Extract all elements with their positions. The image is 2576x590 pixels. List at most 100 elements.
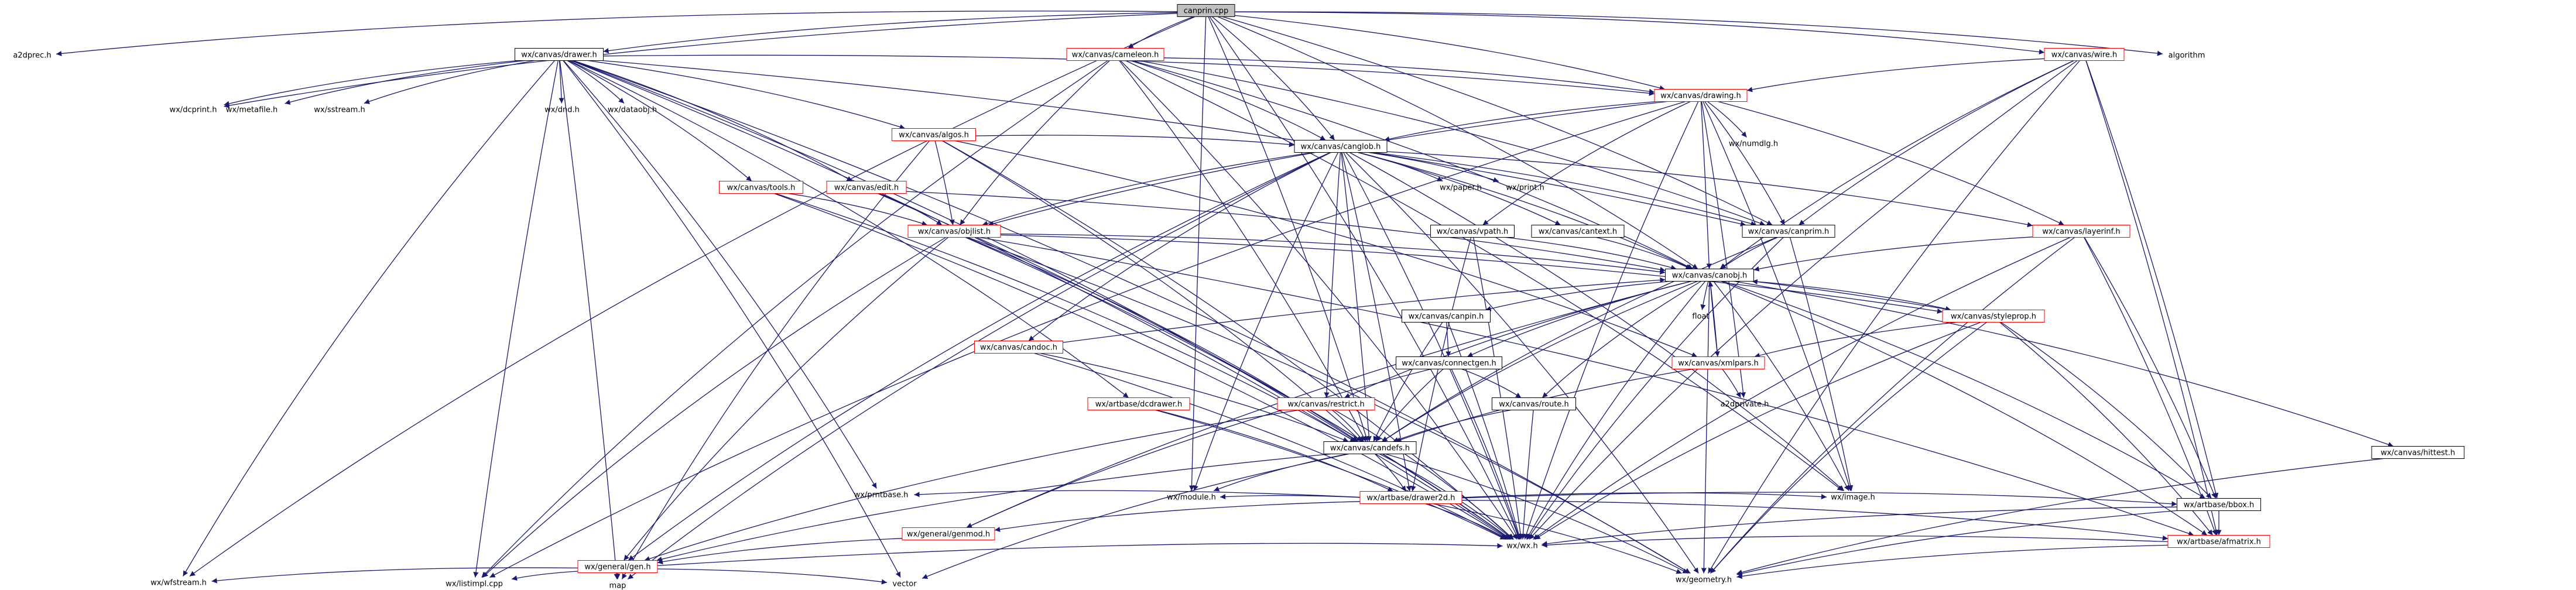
edge-wx-canvas-canglob-h-to-wx-canvas-layerinf-h (1386, 151, 2033, 228)
node-label: wx/canvas/hittest.h (2380, 449, 2455, 458)
edge-wx-canvas-drawing-h-to-wx-image-h (1703, 101, 1852, 491)
edge-wx-canvas-drawer-h-to-wx-sstream-h (364, 60, 535, 104)
node-label: wx/artbase/afmatrix.h (2177, 538, 2261, 547)
node-label: wx/artbase/drawer2d.h (1367, 494, 1455, 503)
node-wx-canvas-xmlpars-h[interactable]: wx/canvas/xmlpars.h (1671, 356, 1765, 369)
edge-wx-canvas-wire-h-to-wx-artbase-afmatrix-h (2085, 60, 2219, 536)
edge-wx-canvas-canglob-h-to-wx-geometry-h (1345, 152, 1699, 574)
node-box (902, 527, 995, 540)
node-wx-canvas-connectgen-h[interactable]: wx/canvas/connectgen.h (1396, 356, 1502, 369)
edge-canprin-cpp-to-wx-canvas-canobj-h (1217, 16, 1698, 270)
node-box (515, 48, 604, 61)
node-wx-artbase-bbox-h[interactable]: wx/artbase/bbox.h (2177, 498, 2261, 511)
edge-wx-canvas-wire-h-to-wx-wx-h (1529, 60, 2078, 540)
edge-canprin-cpp-to-wx-dcprint-h (224, 13, 1178, 108)
node-label: wx/wx.h (1506, 542, 1537, 551)
edge-wx-canvas-drawing-h-to-wx-wx-h (1523, 101, 1699, 540)
node-wx-artbase-afmatrix-h[interactable]: wx/artbase/afmatrix.h (2167, 535, 2270, 548)
node-box (892, 128, 976, 141)
node-wx-artbase-dcdrawer-h[interactable]: wx/artbase/dcdrawer.h (1087, 397, 1190, 410)
edge-wx-artbase-dcdrawer-h-to-wx-artbase-drawer2d-h (1156, 409, 1393, 492)
node-wx-canvas-canpin-h[interactable]: wx/canvas/canpin.h (1402, 310, 1491, 323)
node-wx-general-gen-h[interactable]: wx/general/gen.h (577, 560, 658, 573)
node-wx-canvas-hittest-h[interactable]: wx/canvas/hittest.h (2371, 446, 2465, 459)
edge-canprin-cpp-to-wx-canvas-canglob-h (1211, 16, 1335, 140)
node-box (1942, 310, 2045, 323)
node-wx-canvas-canprim-h[interactable]: wx/canvas/canprim.h (1742, 225, 1835, 238)
edge-wx-canvas-canglob-h-to-wx-wx-h (1343, 152, 1520, 540)
node-wx-canvas-edit-h[interactable]: wx/canvas/edit.h (826, 181, 907, 194)
node-label: wx/canvas/candoc.h (980, 344, 1057, 352)
edge-canprin-cpp-to-wx-wfstream-h (189, 16, 1195, 577)
node-wx-canvas-wire-h[interactable]: wx/canvas/wire.h (2044, 48, 2125, 61)
edge-wx-canvas-algos-h-to-wx-canvas-objlist-h (934, 140, 955, 225)
node-box (2177, 498, 2261, 511)
edge-wx-artbase-dcdrawer-h-to-wx-wx-h (1155, 409, 1506, 540)
node-wx-canvas-tools-h[interactable]: wx/canvas/tools.h (719, 181, 803, 194)
edge-wx-canvas-canobj-h-to-wx-canvas-route-h (1542, 280, 1702, 398)
edge-wx-canvas-drawer-h-to-wx-prntbase-h (563, 60, 877, 489)
edge-wx-canvas-canobj-h-to-wx-canvas-candefs-h (1382, 280, 1698, 442)
edge-canprin-cpp-to-wx-canvas-cameleon-h (1128, 16, 1194, 49)
edge-wx-canvas-candoc-h-to-wx-wx-h (1034, 352, 1507, 540)
edge-wx-artbase-afmatrix-h-to-wx-geometry-h (1736, 544, 2169, 579)
node-wx-canvas-canglob-h[interactable]: wx/canvas/canglob.h (1294, 140, 1388, 153)
node-wx-canvas-drawer-h[interactable]: wx/canvas/drawer.h (515, 48, 604, 61)
node-wx-canvas-styleprop-h[interactable]: wx/canvas/styleprop.h (1942, 310, 2045, 323)
node-wx-canvas-cameleon-h[interactable]: wx/canvas/cameleon.h (1066, 48, 1164, 61)
node-wx-canvas-objlist-h[interactable]: wx/canvas/objlist.h (907, 225, 1001, 238)
node-wx-canvas-drawing-h[interactable]: wx/canvas/drawing.h (1654, 89, 1748, 102)
node-box (1177, 4, 1235, 17)
node-label: float (1692, 313, 1709, 321)
dependency-edges (56, 11, 2394, 585)
edge-wx-canvas-objlist-h-to-wx-general-gen-h (623, 236, 948, 561)
node-wx-canvas-candoc-h[interactable]: wx/canvas/candoc.h (974, 341, 1063, 354)
edge-wx-artbase-drawer2d-h-to-wx-general-genmod-h (994, 501, 1361, 532)
node-wx-numdlg-h: wx/numdlg.h (1729, 140, 1778, 149)
node-wx-canvas-candefs-h[interactable]: wx/canvas/candefs.h (1323, 441, 1417, 454)
node-wx-metafile-h: wx/metafile.h (226, 106, 278, 115)
node-label: wx/numdlg.h (1729, 140, 1778, 149)
node-wx-general-genmod-h[interactable]: wx/general/genmod.h (902, 527, 995, 540)
edge-canprin-cpp-to-wx-canvas-drawer-h (603, 12, 1178, 54)
edge-wx-canvas-drawer-h-to-wx-canvas-candefs-h (571, 60, 1358, 442)
edge-wx-canvas-canglob-h-to-wx-general-gen-h (628, 152, 1331, 561)
node-wx-canvas-canobj-h[interactable]: wx/canvas/canobj.h (1665, 269, 1754, 282)
edge-wx-canvas-wire-h-to-wx-canvas-drawing-h (1746, 58, 2045, 92)
edge-wx-canvas-styleprop-h-to-wx-wx-h (1534, 321, 1981, 540)
node-wx-module-h: wx/module.h (1167, 493, 1216, 502)
node-wx-canvas-cantext-h[interactable]: wx/canvas/cantext.h (1531, 225, 1625, 238)
edge-wx-canvas-drawing-h-to-wx-numdlg-h (1707, 101, 1747, 138)
edge-wx-canvas-objlist-h-to-wx-listimpl-cpp (482, 236, 947, 578)
node-label: wx/dcprint.h (169, 106, 217, 115)
node-wx-canvas-algos-h[interactable]: wx/canvas/algos.h (892, 128, 976, 141)
node-wx-canvas-restrict-h[interactable]: wx/canvas/restrict.h (1277, 397, 1375, 410)
node-wx-canvas-layerinf-h[interactable]: wx/canvas/layerinf.h (2032, 225, 2130, 238)
edge-wx-canvas-styleprop-h-to-wx-geometry-h (1710, 321, 1987, 574)
edge-wx-canvas-drawer-h-to-wx-canvas-algos-h (588, 60, 906, 130)
edge-wx-canvas-drawing-h-to-wx-canvas-vpath-h (1482, 101, 1691, 226)
edge-wx-canvas-drawer-h-to-wx-dataobj-h (567, 60, 625, 104)
node-wx-canvas-vpath-h[interactable]: wx/canvas/vpath.h (1430, 225, 1515, 238)
edge-wx-canvas-drawer-h-to-wx-canvas-tools-h (568, 60, 752, 181)
node-wx-paper-h: wx/paper.h (1440, 184, 1482, 193)
node-wx-canvas-route-h[interactable]: wx/canvas/route.h (1492, 397, 1576, 410)
node-box (1396, 356, 1502, 369)
edge-wx-canvas-route-h-to-wx-wx-h (1520, 410, 1534, 540)
edge-wx-canvas-xmlpars-h-to-a2dprivate-h (1722, 369, 1741, 398)
edge-wx-artbase-drawer2d-h-to-wx-geometry-h (1433, 503, 1682, 574)
node-wx-dcprint-h: wx/dcprint.h (169, 106, 217, 115)
edge-wx-artbase-drawer2d-h-to-wx-prntbase-h (914, 490, 1361, 498)
node-canprin-cpp: canprin.cpp (1177, 4, 1235, 17)
node-label: vector (892, 580, 917, 589)
edge-wx-canvas-cameleon-h-to-wx-canvas-canglob-h (1130, 60, 1326, 141)
edge-wx-canvas-drawer-h-to-wx-metafile-h (285, 60, 525, 105)
node-label: wx/general/gen.h (584, 563, 650, 572)
node-wx-artbase-drawer2d-h[interactable]: wx/artbase/drawer2d.h (1359, 491, 1462, 504)
edge-wx-canvas-canglob-h-to-wx-canvas-canprim-h (1373, 152, 1756, 227)
node-box (719, 181, 803, 194)
edge-wx-canvas-cameleon-h-to-wx-canvas-canobj-h (1132, 60, 1693, 270)
edge-wx-canvas-tools-h-to-wx-canvas-candefs-h (775, 193, 1356, 442)
edge-wx-canvas-canpin-h-to-wx-wx-h (1447, 322, 1522, 540)
